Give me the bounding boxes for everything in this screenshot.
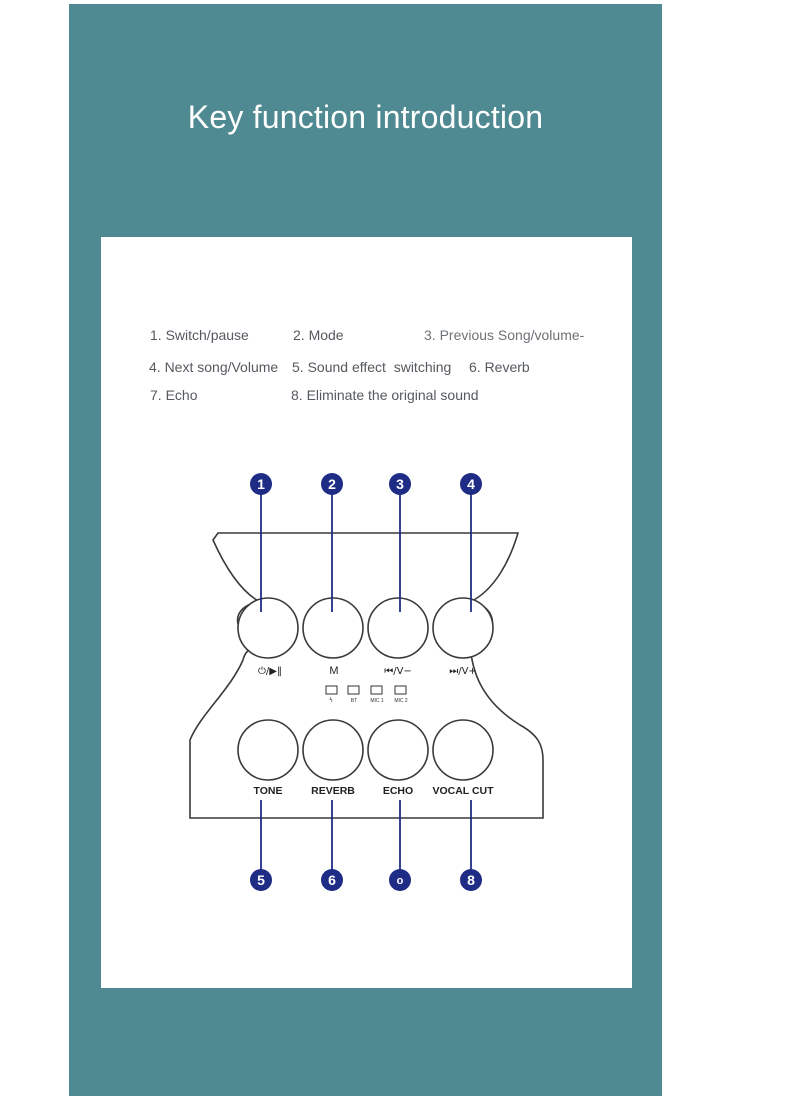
legend-item-8: 8. Eliminate the original sound (291, 387, 479, 403)
legend-item-6: 6. Reverb (469, 359, 530, 375)
button-label-power-play-pause: ⏻/▶‖ (258, 666, 282, 677)
callout-number-1: 1 (257, 476, 265, 492)
callout-number-4: 4 (467, 476, 475, 492)
button-next-volume-up (432, 597, 494, 659)
knob-tone (237, 719, 299, 781)
button-power-play-pause (237, 597, 299, 659)
knob-vocal-cut (432, 719, 494, 781)
indicator-label-power: ϟ (329, 697, 333, 704)
callout-circle-7 (389, 869, 411, 891)
button-label-mode: M (329, 665, 338, 677)
knob-reverb (302, 719, 364, 781)
indicator-label-mic1: MIC 1 (370, 698, 384, 704)
callout-circle-6 (321, 869, 343, 891)
callout-circle-1 (250, 473, 272, 495)
indicator-mic1 (370, 685, 383, 695)
indicator-power (325, 685, 338, 695)
button-mode (302, 597, 364, 659)
knob-echo (367, 719, 429, 781)
indicator-mic2 (394, 685, 407, 695)
callout-number-5: 5 (257, 872, 265, 888)
device-body-outline (189, 532, 544, 819)
knob-label-vocal-cut: VOCAL CUT (432, 785, 494, 797)
diagram-card (101, 237, 632, 988)
legend-item-4: 4. Next song/Volume (149, 359, 279, 375)
callout-circle-5 (250, 869, 272, 891)
legend-item-3: 3. Previous Song/volume- (424, 327, 585, 343)
indicator-bt (347, 685, 360, 695)
knob-label-echo: ECHO (383, 785, 413, 797)
button-label-next-volume-up: ⏭/V+ (449, 666, 477, 677)
callout-number-2: 2 (328, 476, 336, 492)
legend-item-5: 5. Sound effect switching (292, 359, 452, 375)
callout-circle-3 (389, 473, 411, 495)
legend-item-7: 7. Echo (150, 387, 198, 403)
button-label-previous-volume-down: ⏮/V− (384, 666, 412, 677)
callout-number-8: 8 (467, 872, 475, 888)
knob-label-tone: TONE (254, 785, 283, 797)
page-title: Key function introduction (187, 99, 544, 135)
knob-label-reverb: REVERB (311, 785, 355, 797)
callout-number-6: 6 (328, 872, 336, 888)
callout-circle-4 (460, 473, 482, 495)
button-previous-volume-down (367, 597, 429, 659)
callout-number-3: 3 (396, 476, 404, 492)
legend-item-1: 1. Switch/pause (150, 327, 249, 343)
indicator-label-bt: BT (351, 698, 357, 704)
legend-item-2: 2. Mode (293, 327, 344, 343)
callout-number-7: o (397, 875, 404, 887)
callout-circle-2 (321, 473, 343, 495)
callout-circle-8 (460, 869, 482, 891)
indicator-label-mic2: MIC 2 (394, 698, 408, 704)
